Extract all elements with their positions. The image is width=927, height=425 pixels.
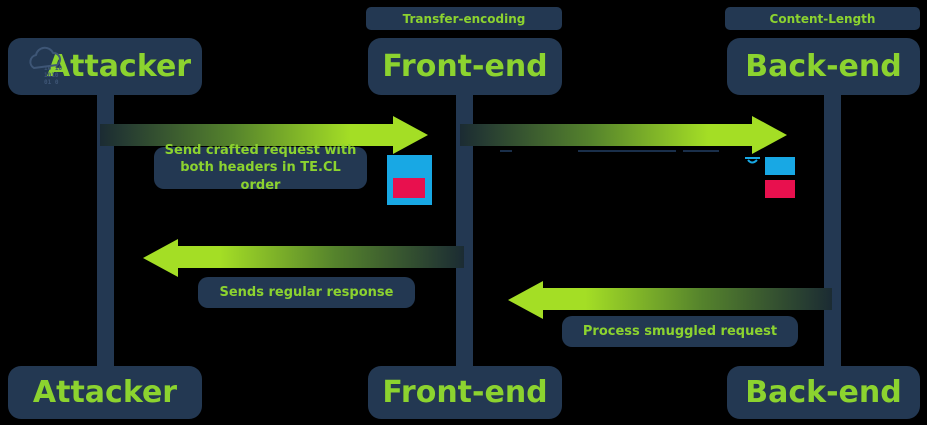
arrow-regular-response-head (143, 239, 178, 277)
actor-front-end-top: Front-end (368, 38, 562, 95)
request-block-blue-icon (765, 157, 795, 175)
actor-front-end-label: Front-end (382, 375, 548, 410)
cloud-binary-icon: 10 10 1010 01 0 (24, 46, 68, 90)
svg-text:01 0: 01 0 (44, 79, 59, 86)
svg-text:1010: 1010 (44, 72, 59, 79)
embedded-smuggled-block (393, 178, 425, 198)
actor-back-end-bottom: Back-end (727, 366, 920, 419)
arrow-smuggled-request-shaft (542, 288, 832, 310)
arrow-crafted-request-head (393, 116, 428, 154)
message-smuggled-request: Process smuggled request (562, 316, 798, 347)
actor-front-end-label: Front-end (382, 49, 548, 84)
actor-back-end-label: Back-end (745, 49, 902, 84)
actor-back-end-top: Back-end (727, 38, 920, 95)
lifeline-front-end (456, 94, 473, 368)
actor-front-end-bottom: Front-end (368, 366, 562, 419)
actor-attacker-bottom: Attacker (8, 366, 202, 419)
cyan-squiggle-mark (744, 151, 762, 170)
actor-attacker-label: Attacker (32, 375, 178, 410)
request-block-red-icon (765, 180, 795, 198)
actor-back-end-label: Back-end (745, 375, 902, 410)
arrow-regular-response-shaft (177, 246, 464, 268)
faint-text-remnant (683, 150, 719, 152)
lifeline-back-end (824, 94, 841, 368)
actor-attacker-label: Attacker (46, 49, 192, 84)
message-regular-response: Sends regular response (198, 277, 415, 308)
header-label-transfer-encoding: Transfer-encoding (366, 7, 562, 30)
arrow-forward-request-shaft (460, 124, 752, 146)
arrow-forward-request-head (752, 116, 787, 154)
faint-text-remnant (500, 150, 512, 152)
arrow-smuggled-request-head (508, 281, 543, 319)
lifeline-attacker (97, 94, 114, 368)
svg-text:10 10: 10 10 (44, 65, 62, 72)
header-label-content-length: Content-Length (725, 7, 920, 30)
arrow-crafted-request-shaft (100, 124, 395, 146)
actor-attacker-top: 10 10 1010 01 0 Attacker (8, 38, 202, 95)
combined-request-icon (387, 155, 432, 205)
faint-text-remnant (578, 150, 676, 152)
message-crafted-request: Send crafted request with both headers i… (154, 143, 367, 193)
